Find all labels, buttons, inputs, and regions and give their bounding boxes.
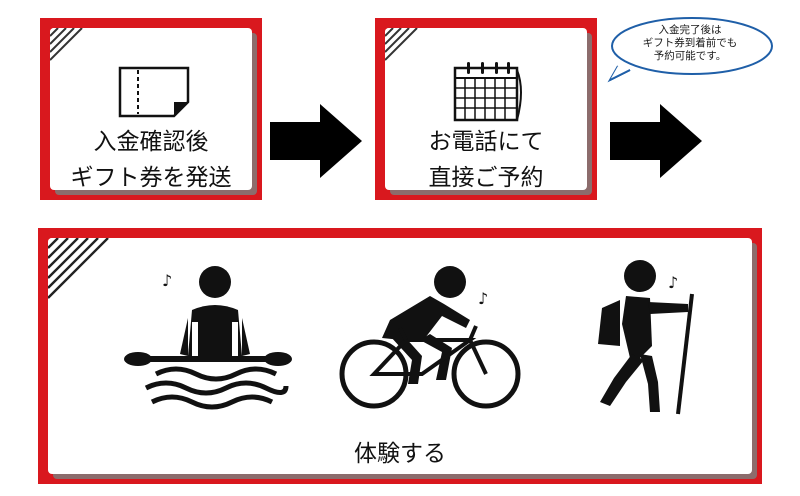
step-line-1: お電話にて xyxy=(428,129,544,155)
svg-text:♪: ♪ xyxy=(162,271,172,290)
hiking-icon: ♪ xyxy=(598,260,694,415)
activity-panel: ♪ ♪ xyxy=(38,228,762,484)
step-card: 入金確認後 ギフト券を発送 xyxy=(50,28,252,190)
step-card: お電話にて 直接ご予約 xyxy=(385,28,587,190)
step-text: 入金確認後 ギフト券を発送 xyxy=(50,124,252,190)
gift-ticket-icon xyxy=(118,66,190,118)
svg-text:♪: ♪ xyxy=(668,273,678,292)
activity-label: 体験する xyxy=(354,441,446,467)
hatch-decoration-icon xyxy=(385,28,421,64)
step-line-2: ギフト券を発送 xyxy=(70,165,232,190)
speech-bubble xyxy=(607,17,773,83)
activity-card: ♪ ♪ xyxy=(48,238,752,474)
bubble-text: 入金完了後は ギフト券到着前でも 予約可能です。 xyxy=(642,24,738,62)
hatch-decoration-icon xyxy=(50,28,86,64)
calendar-icon xyxy=(453,62,522,122)
step-text: お電話にて 直接ご予約 xyxy=(385,124,587,190)
kayak-icon: ♪ xyxy=(124,266,292,410)
step-panel-reservation: お電話にて 直接ご予約 xyxy=(375,18,597,200)
bicycle-icon: ♪ xyxy=(339,266,521,409)
step-line-1: 入金確認後 xyxy=(93,129,209,155)
step-line-2: 直接ご予約 xyxy=(428,165,544,190)
arrow-right-icon xyxy=(610,104,702,178)
svg-text:♪: ♪ xyxy=(478,289,488,308)
arrow-right-icon xyxy=(270,104,362,178)
step-panel-gift: 入金確認後 ギフト券を発送 xyxy=(40,18,262,200)
hatch-decoration-icon xyxy=(48,238,110,300)
